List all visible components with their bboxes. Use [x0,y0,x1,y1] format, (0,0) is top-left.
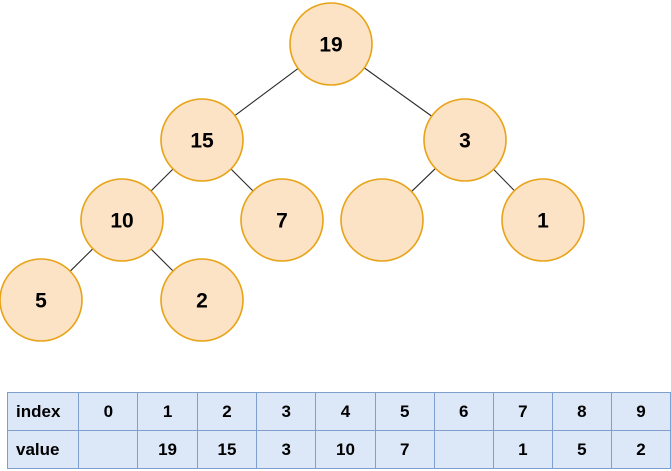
value-cell-1: 19 [137,430,198,469]
node-circle-n3 [423,98,507,182]
tree-edge-n2-n4 [150,168,174,192]
tree-edge-n3-n6 [411,168,436,192]
node-circle-n1 [289,2,373,86]
tree-edges-group [69,67,515,272]
tree-edge-n1-n2 [234,68,299,116]
node-circle-n2 [160,98,244,182]
tree-edge-n2-n5 [230,168,254,192]
value-cell-2: 15 [196,430,258,469]
node-label-n1: 19 [319,34,342,57]
tree-node-n6[interactable] [340,178,424,262]
node-circle-n9 [160,258,244,342]
node-label-n4: 10 [110,210,133,233]
tree-edge-n3-n7 [493,168,515,192]
tree-node-n4[interactable]: 10 [80,178,164,262]
tree-edge-n4-n9 [150,248,174,272]
tree-edge-n1-n3 [364,67,432,117]
node-circle-n8 [0,258,83,342]
node-circle-n6 [340,178,424,262]
node-circle-n5 [240,178,324,262]
index-cell-4: 4 [315,392,376,431]
node-label-n5: 7 [276,210,288,233]
value-cell-7: 1 [492,430,553,469]
tree-node-n5[interactable]: 7 [240,178,324,262]
tree-node-n3[interactable]: 3 [423,98,507,182]
index-cell-1: 1 [137,392,198,431]
index-cell-0: 0 [78,392,139,431]
tree-node-n1[interactable]: 19 [289,2,373,86]
node-label-n9: 2 [196,290,208,313]
tree-node-n2[interactable]: 15 [160,98,244,182]
node-circle-n7 [501,178,585,262]
value-cell-4: 10 [315,430,376,469]
node-label-n3: 3 [459,130,471,153]
index-cell-7: 7 [492,392,553,431]
row-header-index: index [6,392,80,431]
tree-node-n8[interactable]: 5 [0,258,83,342]
value-cell-5: 7 [374,430,435,469]
node-circle-n4 [80,178,164,262]
index-cell-3: 3 [256,392,317,431]
value-cell-0 [78,430,139,469]
index-cell-2: 2 [196,392,258,431]
value-cell-6 [433,430,494,469]
tree-node-n9[interactable]: 2 [160,258,244,342]
value-cell-9: 2 [610,430,671,469]
index-cell-5: 5 [374,392,435,431]
index-cell-8: 8 [551,392,612,431]
value-cell-3: 3 [256,430,317,469]
node-label-n7: 1 [537,210,549,233]
index-cell-9: 9 [610,392,671,431]
tree-node-n7[interactable]: 1 [501,178,585,262]
row-header-value: value [6,430,80,469]
node-label-n2: 15 [190,130,214,153]
index-cell-6: 6 [433,392,494,431]
node-label-n8: 5 [35,290,47,313]
value-cell-8: 5 [551,430,612,469]
tree-edge-n4-n8 [69,248,94,272]
